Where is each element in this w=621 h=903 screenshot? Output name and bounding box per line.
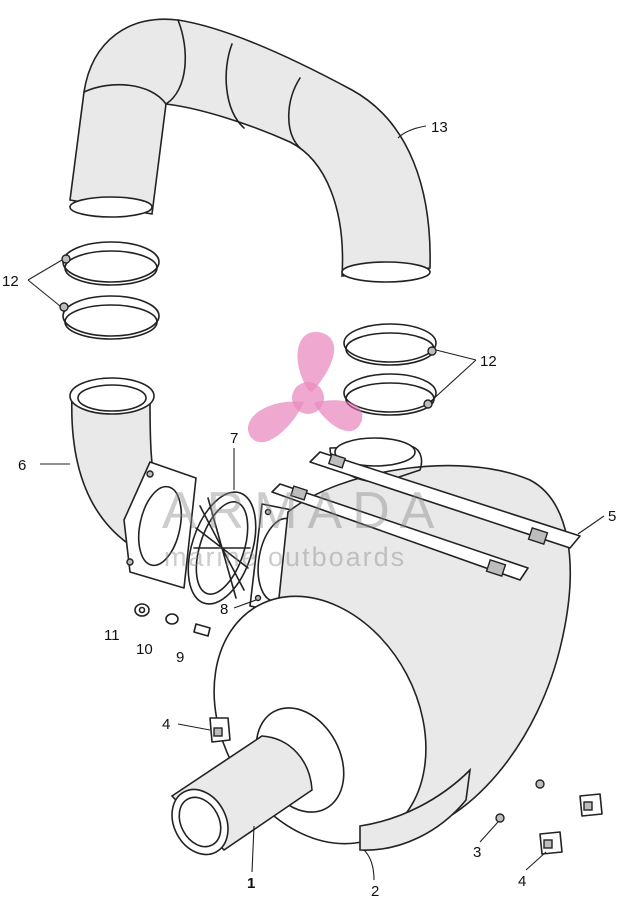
callout-12-left: 12	[2, 273, 19, 290]
part-1-outlet-pipe	[170, 735, 313, 856]
callout-10: 10	[136, 641, 153, 658]
watermark-tagline: marine outboards	[164, 542, 406, 572]
callout-8: 8	[220, 601, 228, 618]
watermark-brand: ARMADA	[162, 482, 444, 540]
callout-13: 13	[431, 119, 448, 136]
callout-5: 5	[608, 508, 616, 525]
part-4-clip-right-b	[579, 793, 603, 817]
part-4-clip-left	[209, 717, 231, 743]
part-3-screw-a	[495, 813, 505, 823]
callout-6: 6	[18, 457, 26, 474]
part-11-nut	[134, 603, 150, 617]
part-7-screen	[187, 491, 257, 605]
part-10-washer	[165, 613, 179, 625]
callout-11: 11	[104, 627, 120, 644]
part-12-clamps-right	[343, 323, 437, 416]
part-3-screw-b	[535, 779, 545, 789]
part-6-elbow	[69, 377, 197, 589]
part-13-intake-tube	[69, 18, 431, 283]
callout-12-right: 12	[480, 353, 497, 370]
callout-4-right: 4	[518, 873, 526, 890]
part-4-clip-right-a	[539, 831, 563, 855]
callout-2: 2	[371, 883, 379, 898]
part-9-screw	[193, 623, 211, 637]
armada-watermark: ARMADA marine outboards	[162, 331, 444, 572]
part-12-clamps-left	[59, 241, 160, 340]
propeller-logo-icon	[247, 331, 363, 443]
callout-1: 1	[247, 875, 255, 892]
callout-4-left: 4	[162, 716, 170, 733]
callout-7: 7	[230, 430, 238, 447]
part-5-straps	[271, 451, 581, 581]
callout-3: 3	[473, 844, 481, 861]
callouts: 13 12 12 6 7 5 8 11 10 9 4 1 2 3 4	[2, 119, 616, 900]
leader-lines	[27, 125, 605, 881]
callout-9: 9	[176, 649, 184, 666]
